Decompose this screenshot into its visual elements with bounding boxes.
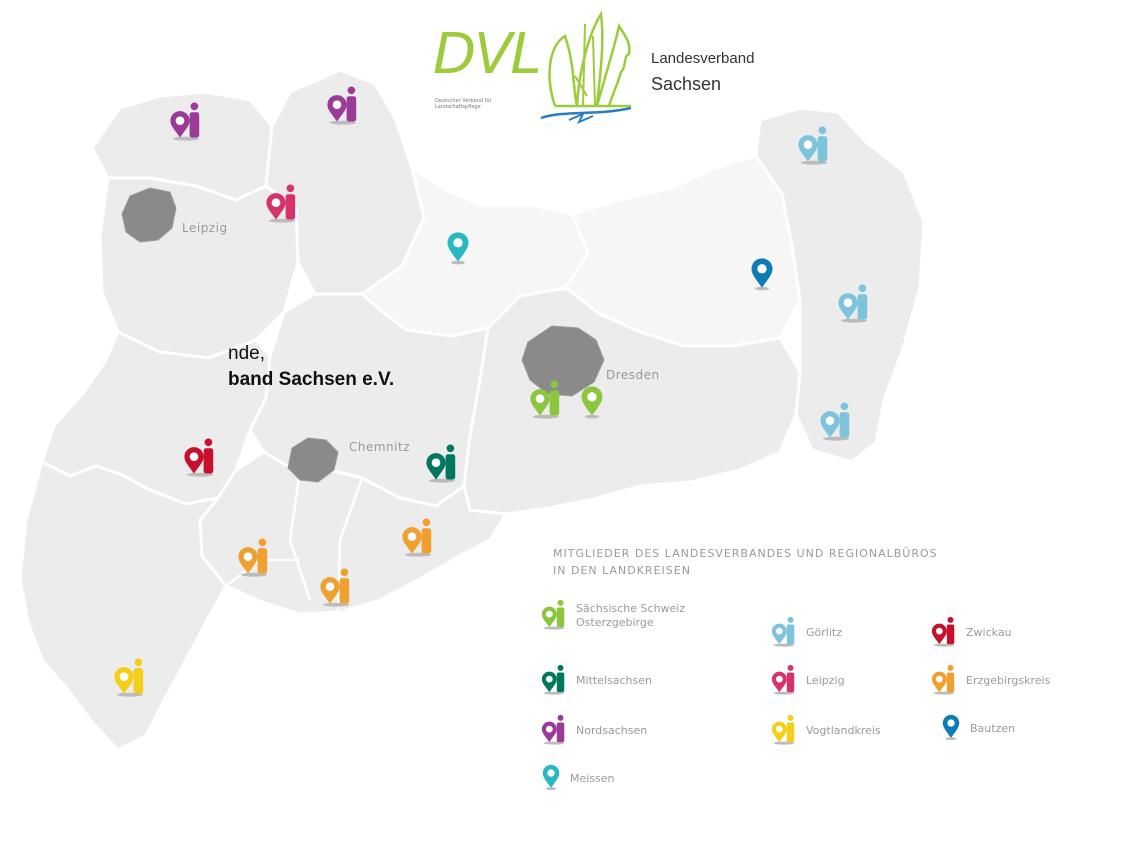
map-person-pin-icon[interactable] [236,536,272,581]
person-pin-icon [770,615,798,651]
legend-item-bautzen[interactable]: Bautzen [940,713,1015,745]
legend-label: Meissen [570,771,615,785]
city-label-leipzig: Leipzig [182,221,228,235]
legend-label-line1: Sächsische Schweiz [576,602,686,616]
legend-item-mittelsachsen[interactable]: Mittelsachsen [540,663,652,699]
legend-item-saechsische-schweiz[interactable]: Sächsische Schweiz Osterzgebirge [540,598,685,634]
org-name-line1: Landesverband [651,50,755,67]
map-pin-icon[interactable] [748,256,776,295]
legend-label: Nordsachsen [576,724,648,738]
legend-item-zwickau[interactable]: Zwickau [930,615,1012,651]
overlay-text-line2: band Sachsen e.V. [228,369,395,390]
org-name-line2: Sachsen [651,74,722,94]
city-shape-leipzig [121,187,177,243]
map-person-pin-icon[interactable] [325,84,361,129]
legend-label: Leipzig [806,674,845,688]
city-shape-dresden [521,325,605,397]
map-person-pin-icon[interactable] [318,566,354,611]
person-pin-icon [770,663,798,699]
legend-item-erzgebirgskreis[interactable]: Erzgebirgskreis [930,663,1050,699]
legend-label: Mittelsachsen [576,674,652,688]
legend-label-line2: Osterzgebirge [576,616,654,630]
map-person-pin-icon[interactable] [528,378,564,423]
logo-subtext: Deutscher Verband für Landschaftspflege [435,98,492,110]
region-vogtlandkreis[interactable] [18,460,228,752]
map-pin-icon[interactable] [444,230,472,269]
logo-wordmark: DVL [433,22,542,87]
map-person-pin-icon[interactable] [112,656,148,701]
overlay-text-line1: nde, [228,343,265,364]
person-pin-icon [930,663,958,699]
pin-icon [940,713,962,745]
pin-icon [540,763,562,795]
dvl-logo: DVL Deutscher Verband für Landschaftspfl… [425,0,805,130]
region-goerlitz[interactable] [754,106,926,464]
legend-title-line2: IN DEN LANDKREISEN [553,564,691,577]
tree-figure-icon [540,10,632,124]
legend-item-meissen[interactable]: Meissen [540,763,615,795]
legend-label: Bautzen [970,721,1016,735]
map-person-pin-icon[interactable] [264,182,300,227]
person-pin-icon [930,615,958,651]
legend-title-line1: MITGLIEDER DES LANDESVERBANDES UND REGIO… [553,547,938,560]
legend-label: Görlitz [806,626,842,640]
person-pin-icon [540,713,568,749]
legend-label: Erzgebirgskreis [966,674,1051,688]
person-pin-icon [770,713,798,749]
map-person-pin-icon[interactable] [168,100,204,145]
city-label-dresden: Dresden [606,368,660,382]
city-shape-chemnitz [287,437,339,483]
map-person-pin-icon[interactable] [182,436,218,481]
map-person-pin-icon[interactable] [818,400,854,445]
person-pin-icon [540,598,568,634]
person-pin-icon [540,663,568,699]
map-person-pin-icon[interactable] [400,516,436,561]
legend-label: Zwickau [966,626,1012,640]
legend-title: MITGLIEDER DES LANDESVERBANDES UND REGIO… [553,545,1093,579]
legend-label: Vogtlandkreis [806,724,881,738]
legend-item-goerlitz[interactable]: Görlitz [770,615,842,651]
legend-item-vogtlandkreis[interactable]: Vogtlandkreis [770,713,881,749]
city-label-chemnitz: Chemnitz [349,440,410,454]
map-person-pin-icon[interactable] [836,282,872,327]
map-person-pin-icon[interactable] [796,124,832,169]
map-pin-icon[interactable] [578,384,606,423]
map-person-pin-icon[interactable] [424,442,460,487]
legend-item-nordsachsen[interactable]: Nordsachsen [540,713,647,749]
legend-item-leipzig[interactable]: Leipzig [770,663,845,699]
